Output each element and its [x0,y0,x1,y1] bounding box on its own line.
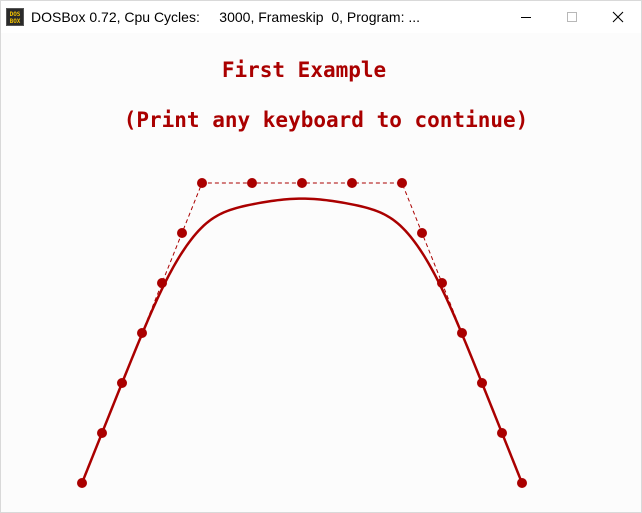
close-icon [612,11,624,23]
control-point [297,178,307,188]
control-point [197,178,207,188]
maximize-button[interactable] [549,1,595,33]
maximize-icon [567,12,577,22]
heading-text: First Example [222,58,386,82]
control-point [97,428,107,438]
close-button[interactable] [595,1,641,33]
dosbox-icon[interactable]: DOS BOX [6,8,24,26]
control-point [117,378,127,388]
dos-canvas: First Example (Print any keyboard to con… [77,58,529,488]
control-point [397,178,407,188]
control-point [417,228,427,238]
control-point [347,178,357,188]
control-point [247,178,257,188]
control-polygon [81,182,523,484]
control-point [477,378,487,388]
control-point [517,478,527,488]
minimize-button[interactable] [503,1,549,33]
icon-text-top: DOS [10,11,21,18]
control-point [437,278,447,288]
control-point [77,478,87,488]
control-point [497,428,507,438]
control-points [77,178,527,488]
dos-screen[interactable]: First Example (Print any keyboard to con… [1,33,641,512]
control-point [137,328,147,338]
window-title: DOSBox 0.72, Cpu Cycles: 3000, Frameskip… [31,9,421,25]
control-point [177,228,187,238]
control-point [157,278,167,288]
icon-text-bottom: BOX [10,18,21,25]
prompt-text: (Print any keyboard to continue) [124,108,529,132]
minimize-icon [521,17,531,18]
control-point [457,328,467,338]
title-bar[interactable]: DOS BOX DOSBox 0.72, Cpu Cycles: 3000, F… [1,1,641,33]
bezier-curve [80,197,524,484]
